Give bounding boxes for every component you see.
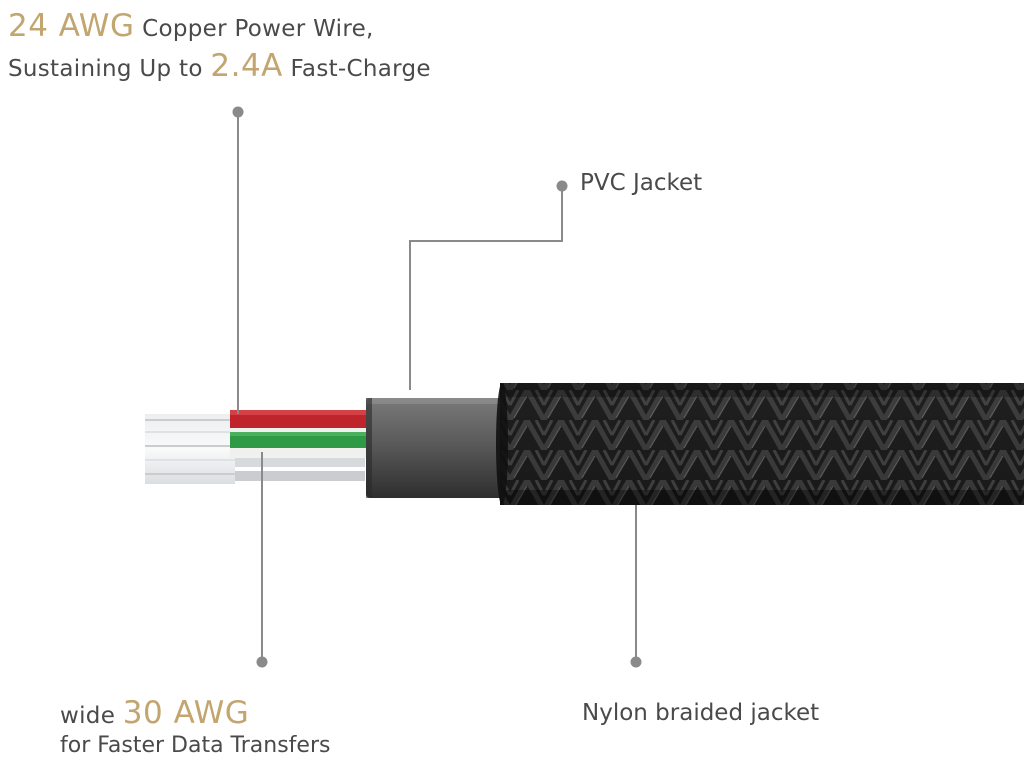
callout-power-line2: Sustaining Up to 2.4A Fast-Charge (8, 48, 431, 84)
dot-data (256, 656, 268, 668)
text-sustaining: Sustaining Up to (8, 56, 211, 82)
highlight-2-4a: 2.4A (210, 48, 283, 84)
dot-power (232, 106, 244, 118)
inner-wires (230, 410, 370, 458)
text-copper-power-wire: Copper Power Wire, (134, 16, 374, 42)
nylon-braid-jacket (496, 383, 1024, 505)
callout-nylon-jacket: Nylon braided jacket (582, 700, 820, 726)
callout-pvc-jacket: PVC Jacket (580, 170, 703, 196)
leader-pvc (409, 186, 563, 390)
callout-power-line1: 24 AWG Copper Power Wire, (8, 8, 374, 44)
leader-lines (237, 112, 637, 662)
callout-data-line1: wide 30 AWG (60, 695, 249, 731)
highlight-30awg: 30 AWG (122, 695, 250, 731)
text-wide: wide (60, 703, 123, 729)
dot-pvc (556, 180, 568, 192)
leader-dots (232, 106, 642, 668)
dot-nylon (630, 656, 642, 668)
white-wire (230, 448, 370, 458)
white-data-wire (230, 428, 370, 434)
callout-data-line2: for Faster Data Transfers (60, 733, 331, 758)
text-fast-charge: Fast-Charge (282, 56, 431, 82)
highlight-24awg: 24 AWG (8, 8, 135, 44)
bare-strands (145, 414, 365, 484)
pvc-jacket (366, 398, 506, 498)
